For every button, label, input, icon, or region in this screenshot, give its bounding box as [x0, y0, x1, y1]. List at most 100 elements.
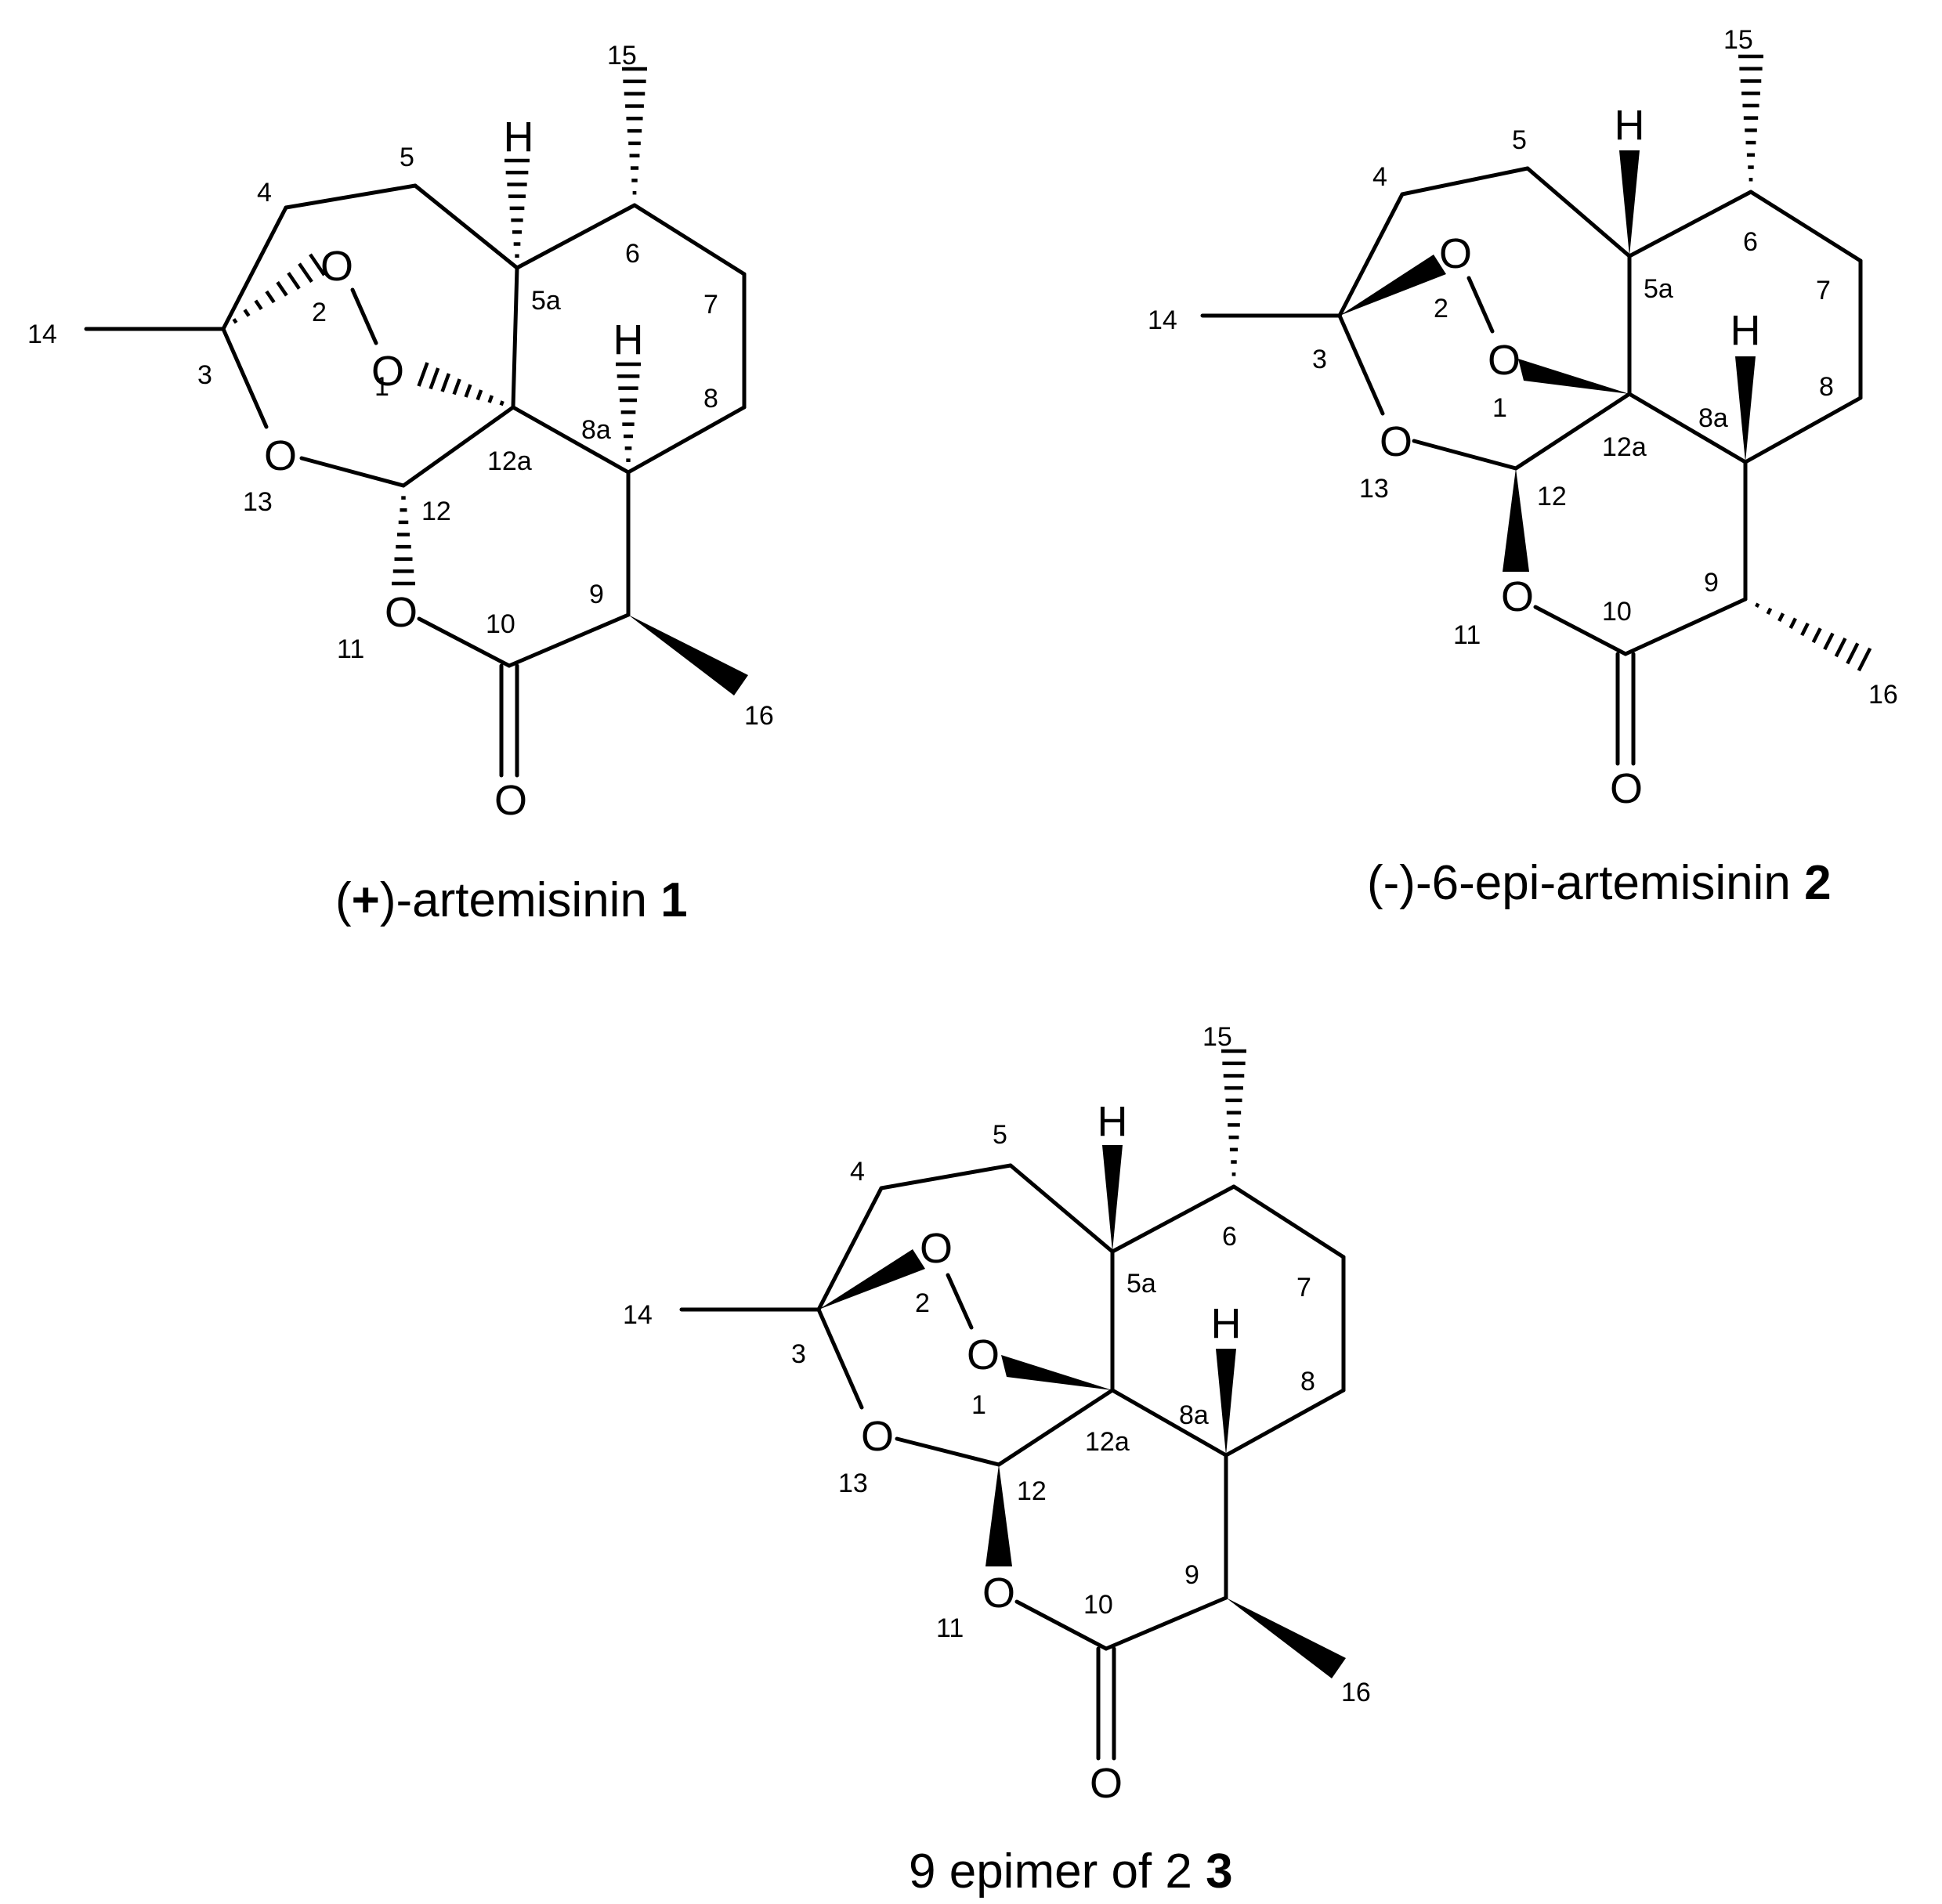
locant-13: 13 — [838, 1469, 868, 1498]
locant-7: 7 — [1296, 1273, 1311, 1302]
oxygen-O2-label: O — [320, 243, 353, 290]
locant-2: 2 — [312, 298, 327, 327]
locant-6: 6 — [1743, 227, 1758, 257]
hashed-bond-stroke — [499, 400, 504, 406]
locant-8: 8 — [1819, 372, 1834, 402]
caption-molecule-2: (-)-6-epi-artemisinin 2 — [1367, 856, 1832, 910]
oxygen-O1-label: O — [967, 1331, 1000, 1378]
hashed-bond-stroke — [254, 299, 263, 310]
hydrogen-8a-label: H — [1211, 1300, 1242, 1347]
hashed-bond-stroke — [276, 280, 288, 297]
locant-5: 5 — [993, 1120, 1007, 1150]
locant-15: 15 — [1202, 1022, 1232, 1052]
hashed-bond-stroke — [1834, 637, 1847, 658]
locant-8: 8 — [703, 384, 718, 414]
locant-9: 9 — [589, 580, 604, 609]
oxygen-O13-label: O — [1380, 418, 1412, 465]
hashed-bond-stroke — [429, 367, 440, 390]
hashed-bond-stroke — [1846, 642, 1860, 665]
carbonyl-oxygen-label: O — [1610, 765, 1643, 812]
locant-4: 4 — [850, 1157, 865, 1187]
hashed-bond-stroke — [1777, 612, 1785, 623]
locant-8: 8 — [1300, 1367, 1315, 1396]
oxygen-O2-label: O — [1439, 230, 1472, 277]
locant-13: 13 — [1359, 474, 1389, 504]
locant-14: 14 — [1148, 305, 1177, 335]
hashed-bond-stroke — [298, 262, 313, 284]
hashed-bond-stroke — [309, 253, 326, 276]
locant-2: 2 — [1434, 294, 1448, 323]
locant-4: 4 — [1372, 162, 1387, 192]
locant-12: 12 — [1537, 482, 1567, 511]
molecule-3-9-epimer: O O O O O H H 1 2 3 4 5 5a 6 7 8 8a 9 10… — [623, 1022, 1371, 1899]
hashed-bond-stroke — [464, 384, 472, 398]
hashed-bond-stroke — [265, 290, 276, 304]
locant-5: 5 — [400, 143, 414, 172]
hashed-bond-stroke — [287, 272, 301, 290]
locant-15: 15 — [1723, 25, 1753, 55]
locant-7: 7 — [1816, 276, 1831, 305]
caption-molecule-1: (+)-artemisinin 1 — [335, 873, 688, 927]
hashed-bond-stroke — [476, 389, 483, 401]
locant-5: 5 — [1512, 125, 1527, 155]
locant-16: 16 — [744, 701, 774, 731]
locant-8a: 8a — [1698, 403, 1728, 433]
hydrogen-8a-label: H — [1730, 307, 1761, 354]
hashed-bond-stroke — [1755, 602, 1760, 608]
hydrogen-5a-label: H — [1615, 102, 1645, 149]
hashed-bond-stroke — [487, 395, 494, 403]
hashed-bond-stroke — [1788, 617, 1797, 630]
locant-5a: 5a — [1127, 1269, 1156, 1299]
hydrogen-5a-label: H — [504, 114, 534, 161]
oxygen-O11-label: O — [982, 1570, 1015, 1617]
oxygen-O11-label: O — [1501, 573, 1534, 620]
locant-7: 7 — [703, 290, 718, 320]
hydrogen-5a-label: H — [1098, 1098, 1128, 1145]
locant-1: 1 — [1492, 393, 1507, 423]
hashed-bond-stroke — [1823, 632, 1835, 651]
hashed-bond-stroke — [417, 362, 429, 387]
hashed-bond-stroke — [243, 309, 251, 317]
carbonyl-oxygen-label: O — [494, 777, 527, 824]
locant-1: 1 — [971, 1390, 986, 1420]
locant-14: 14 — [27, 320, 57, 349]
locant-8a: 8a — [1179, 1400, 1209, 1430]
locant-16: 16 — [1341, 1678, 1371, 1707]
hashed-bond-stroke — [452, 378, 461, 396]
hashed-bond-stroke — [232, 318, 238, 324]
locant-12: 12 — [1017, 1476, 1047, 1506]
hydrogen-8a-label: H — [613, 316, 644, 363]
locant-6: 6 — [625, 239, 640, 269]
locant-15: 15 — [607, 41, 637, 70]
locant-12: 12 — [421, 497, 451, 526]
oxygen-O13-label: O — [264, 432, 297, 479]
locant-11: 11 — [337, 634, 364, 664]
locant-6: 6 — [1222, 1222, 1237, 1252]
molecule-2-6-epi-artemisinin: O O O O O H H 1 2 3 4 5 5a 6 7 8 8a 9 10… — [1148, 25, 1898, 910]
locant-9: 9 — [1184, 1560, 1199, 1590]
locant-10: 10 — [486, 609, 515, 639]
locant-12a: 12a — [1602, 432, 1647, 462]
hashed-bond-stroke — [440, 373, 451, 392]
locant-5a: 5a — [531, 286, 561, 316]
locant-3: 3 — [197, 360, 212, 390]
locant-4: 4 — [257, 178, 272, 208]
locant-12a: 12a — [487, 446, 532, 476]
locant-12a: 12a — [1085, 1427, 1130, 1457]
oxygen-O2-label: O — [920, 1225, 953, 1272]
locant-10: 10 — [1602, 597, 1632, 627]
hashed-bond-stroke — [1766, 607, 1773, 615]
hashed-bond-stroke — [1857, 647, 1872, 672]
molecule-1-artemisinin: O O O O O H H 1 2 3 4 5 5a 6 7 8 8a 9 10… — [27, 41, 774, 927]
locant-3: 3 — [1312, 345, 1327, 374]
locant-5a: 5a — [1644, 274, 1673, 304]
locant-9: 9 — [1704, 568, 1719, 598]
oxygen-O13-label: O — [861, 1413, 894, 1460]
hashed-bond-stroke — [1800, 622, 1810, 637]
locant-13: 13 — [243, 487, 273, 517]
locant-10: 10 — [1083, 1590, 1113, 1620]
carbonyl-oxygen-label: O — [1090, 1760, 1123, 1807]
oxygen-O11-label: O — [385, 589, 418, 636]
